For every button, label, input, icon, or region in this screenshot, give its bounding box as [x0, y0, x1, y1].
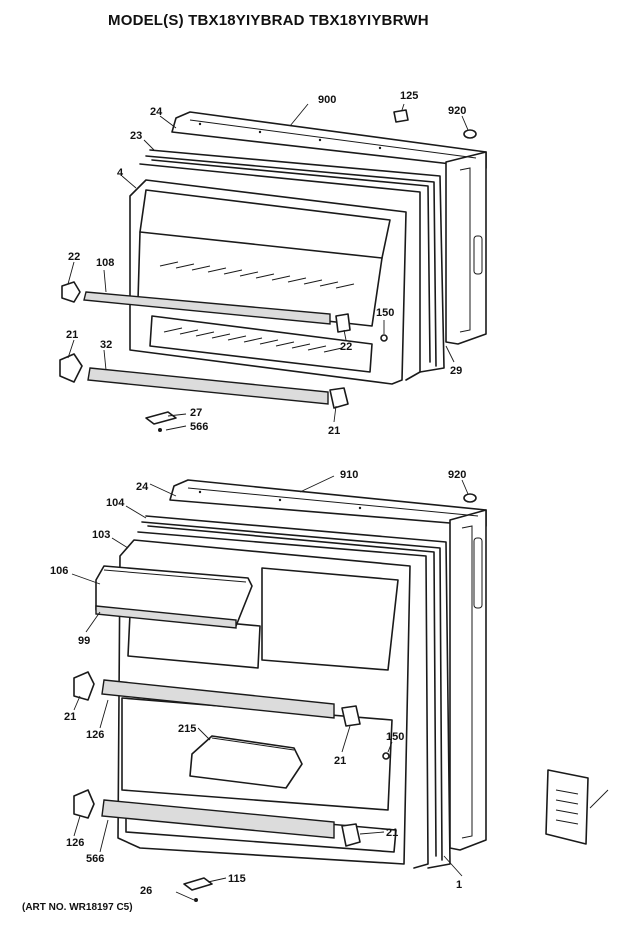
door-stop — [183, 877, 213, 891]
page-title: MODEL(S) TBX18YIYBRAD TBX18YIYBRWH — [108, 12, 429, 29]
owner-manual — [545, 769, 589, 845]
callout-label: 32 — [100, 339, 112, 351]
callout-label: 22 — [340, 341, 352, 353]
shelf-bar — [83, 291, 331, 325]
shelf-bracket — [341, 823, 361, 847]
shelf-bracket — [329, 387, 349, 409]
hinge-cap — [463, 129, 477, 139]
outer-door-panel — [169, 479, 487, 851]
door-gasket — [139, 149, 445, 381]
callout-label: 1 — [456, 879, 462, 891]
callout-label: 104 — [106, 497, 125, 509]
callout-label: 22 — [68, 251, 80, 263]
callout-label: 29 — [450, 365, 462, 377]
callout-labels-bottom: 910 920 24 104 103 106 99 21 126 215 150… — [50, 469, 466, 897]
shelf-bar — [101, 679, 335, 719]
callout-label: 21 — [328, 425, 340, 437]
shelf-bar — [101, 799, 335, 839]
callout-label: 27 — [190, 407, 202, 419]
callout-label: 920 — [448, 105, 466, 117]
freezer-door-assembly — [59, 109, 487, 432]
callout-label: 566 — [190, 421, 208, 433]
callout-label: 920 — [448, 469, 466, 481]
art-number: (ART NO. WR18197 C5) — [22, 902, 133, 913]
hinge-cap — [463, 493, 477, 503]
callout-label: 103 — [92, 529, 110, 541]
callout-label: 126 — [66, 837, 84, 849]
fresh-food-door-assembly — [73, 479, 589, 902]
callout-label: 21 — [334, 755, 346, 767]
callout-label: 910 — [340, 469, 358, 481]
callout-label: 566 — [86, 853, 104, 865]
shelf-grille-upper — [159, 261, 355, 289]
callout-labels-top: 900 125 920 24 23 4 22 108 150 22 29 21 … — [66, 90, 466, 437]
callout-label: 108 — [96, 257, 114, 269]
callout-label: 21 — [66, 329, 78, 341]
door-bin-215 — [189, 735, 303, 789]
shelf-bracket — [341, 705, 361, 727]
door-stop-cam — [380, 334, 388, 342]
callout-label: 4 — [117, 167, 124, 179]
screw — [194, 898, 198, 902]
door-stop-cam — [382, 752, 390, 760]
callout-label: 215 — [178, 723, 196, 735]
callout-label: 23 — [130, 130, 142, 142]
shelf-bar — [87, 367, 329, 405]
callout-label: 125 — [400, 90, 418, 102]
callout-label: 150 — [376, 307, 394, 319]
outer-door-panel — [171, 111, 487, 345]
callout-label: 150 — [386, 731, 404, 743]
door-inner-liner — [129, 179, 407, 385]
shelf-bracket — [73, 671, 95, 701]
door-bin-106 — [95, 565, 253, 629]
shelf-grille-lower — [163, 327, 343, 353]
callout-label: 26 — [140, 885, 152, 897]
shelf-bracket — [73, 789, 95, 819]
callout-label: 126 — [86, 729, 104, 741]
shelf-bracket — [335, 313, 351, 333]
leader-lines — [67, 103, 609, 901]
callout-label: 106 — [50, 565, 68, 577]
callout-label: 900 — [318, 94, 336, 106]
door-part-125 — [393, 109, 409, 123]
callout-label: 21 — [64, 711, 76, 723]
callout-label: 21 — [386, 827, 398, 839]
callout-label: 99 — [78, 635, 90, 647]
callout-label: 115 — [228, 873, 246, 885]
shelf-bracket — [61, 281, 81, 303]
door-gasket — [137, 515, 451, 869]
screw — [158, 428, 162, 432]
shelf-bracket — [59, 353, 83, 383]
door-stop — [145, 411, 177, 425]
callout-label: 24 — [136, 481, 149, 493]
callout-label: 24 — [150, 106, 163, 118]
